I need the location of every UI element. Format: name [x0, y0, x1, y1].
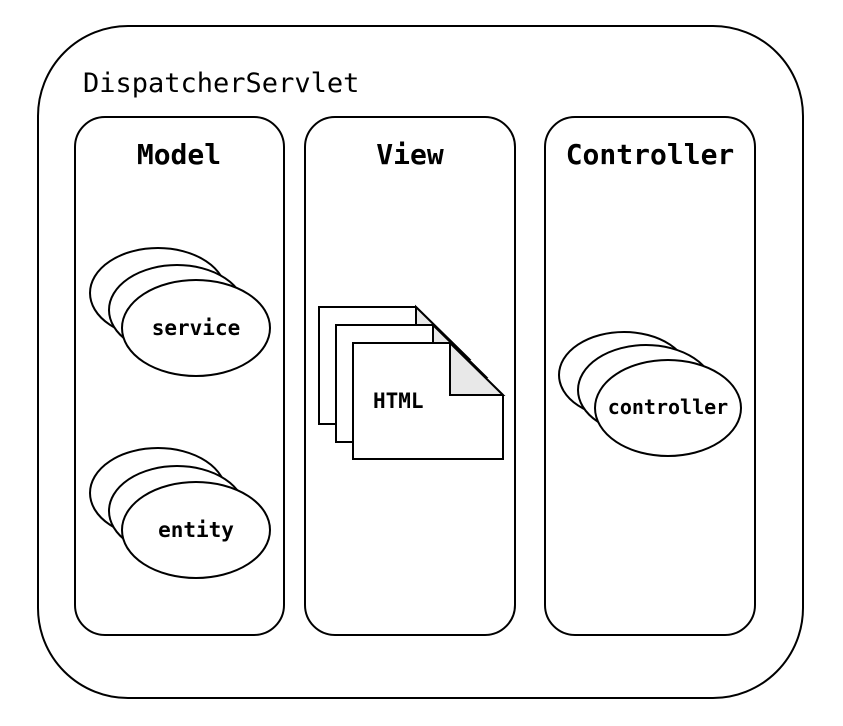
entity-stack: entity: [89, 447, 271, 579]
controller-ellipse-front: [594, 359, 742, 457]
entity-ellipse-front: [121, 481, 271, 579]
model-column: Model service entity: [74, 116, 285, 636]
view-column-title: View: [376, 138, 444, 171]
controller-column: Controller controller: [544, 116, 756, 636]
controller-column-title: Controller: [566, 138, 735, 171]
view-column: View HTML: [304, 116, 516, 636]
dispatcher-servlet-title: DispatcherServlet: [83, 68, 359, 99]
html-document-stack: HTML: [318, 304, 506, 460]
controller-stack: controller: [558, 331, 742, 457]
model-column-title: Model: [137, 138, 221, 171]
service-ellipse-front: [121, 279, 271, 377]
controller-label: controller: [608, 395, 728, 419]
html-label: HTML: [373, 389, 424, 413]
service-stack: service: [89, 247, 271, 377]
service-label: service: [152, 316, 241, 340]
html-document-front-fold: [449, 340, 506, 396]
entity-label: entity: [158, 518, 234, 542]
